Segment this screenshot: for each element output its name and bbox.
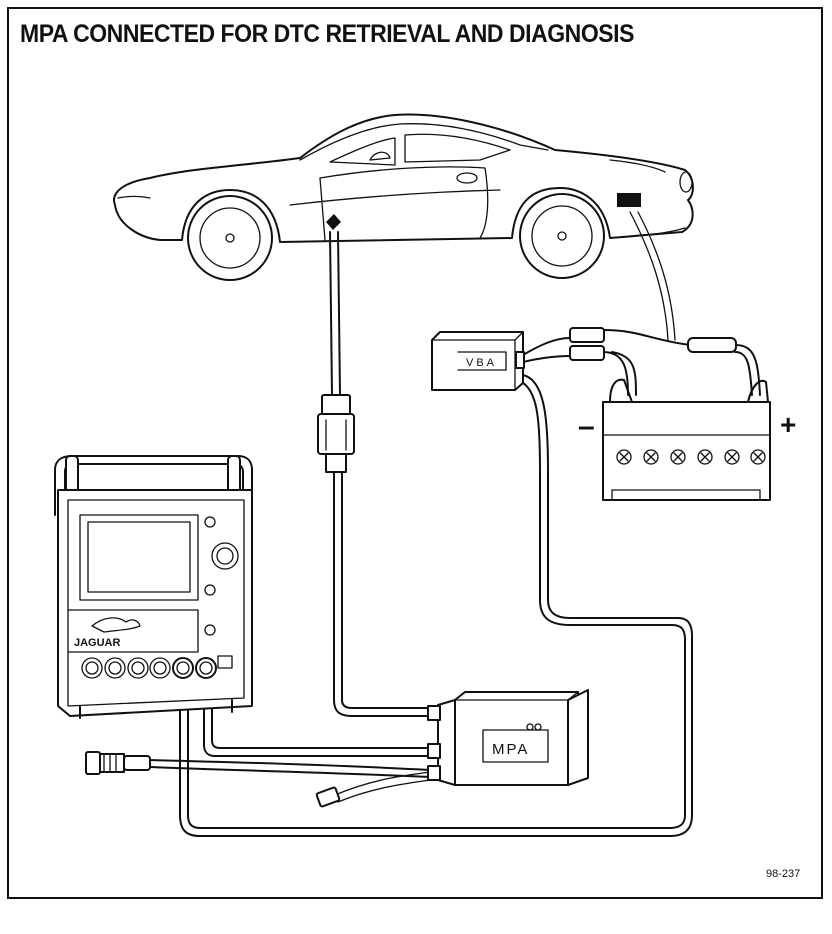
car-illustration: [113, 113, 694, 281]
figure-number: 98-237: [766, 868, 801, 880]
vba-label: VBA: [466, 357, 497, 369]
bnc-plug: [85, 751, 151, 775]
page-title: MPA CONNECTED FOR DTC RETRIEVAL AND DIAG…: [20, 20, 634, 48]
vba-unit: VBA: [431, 327, 737, 391]
cables: [149, 211, 761, 837]
positive-terminal-label: +: [780, 409, 796, 440]
figure-frame: [7, 7, 823, 899]
brand-label: JAGUAR: [74, 637, 121, 649]
analyser-sockets: [81, 655, 233, 679]
mpa-unit: MPA: [427, 689, 589, 786]
battery-cell-caps: [616, 449, 766, 465]
mpa-label: MPA: [492, 741, 529, 758]
jaguar-logo-icon: [91, 617, 141, 633]
analyser-unit: JAGUAR: [54, 455, 253, 719]
battery: – +: [578, 378, 796, 501]
small-plug: [315, 786, 341, 808]
diagnostic-plug: [317, 394, 355, 473]
negative-terminal-label: –: [578, 410, 595, 443]
